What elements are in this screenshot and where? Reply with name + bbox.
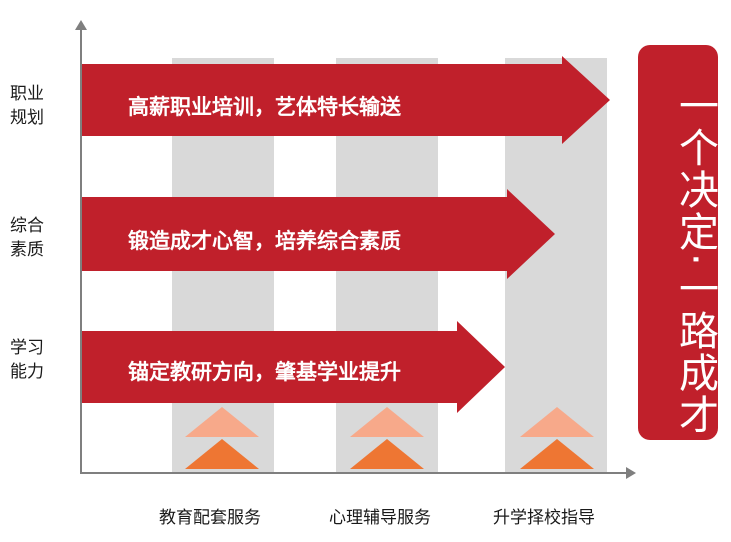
triangle-icon-col-2	[350, 407, 424, 469]
triangle-icon-col-3	[520, 407, 594, 469]
x-axis-arrowhead	[626, 467, 636, 479]
y-axis	[80, 22, 82, 474]
row-label-1-line1: 职业	[10, 84, 44, 104]
triangle-icon-col-1	[185, 407, 259, 469]
column-label-1: 教育配套服务	[159, 508, 261, 528]
side-slogan-box: 一个决定·一路成才	[638, 45, 718, 440]
row-label-3-line2: 能力	[10, 362, 44, 382]
row-label-1-line2: 规划	[10, 108, 44, 128]
row-label-2: 综合 素质	[10, 214, 44, 262]
arrow-row-2	[82, 189, 555, 279]
arrow-text-row-1: 高薪职业培训，艺体特长输送	[128, 95, 401, 119]
column-label-2: 心理辅导服务	[329, 508, 431, 528]
row-label-3: 学习 能力	[10, 336, 44, 384]
row-label-2-line1: 综合	[10, 216, 44, 236]
y-axis-arrowhead	[75, 20, 87, 30]
arrow-row-3	[82, 321, 505, 413]
row-label-1: 职业 规划	[10, 82, 44, 130]
row-label-2-line2: 素质	[10, 240, 44, 260]
arrow-text-row-2: 锻造成才心智，培养综合素质	[128, 229, 401, 253]
row-label-3-line1: 学习	[10, 338, 44, 358]
column-label-3: 升学择校指导	[493, 508, 595, 528]
x-axis	[80, 472, 628, 474]
arrow-text-row-3: 锚定教研方向，肇基学业提升	[128, 360, 401, 384]
side-slogan-text: 一个决定·一路成才	[672, 85, 718, 436]
arrow-row-1	[82, 56, 610, 144]
